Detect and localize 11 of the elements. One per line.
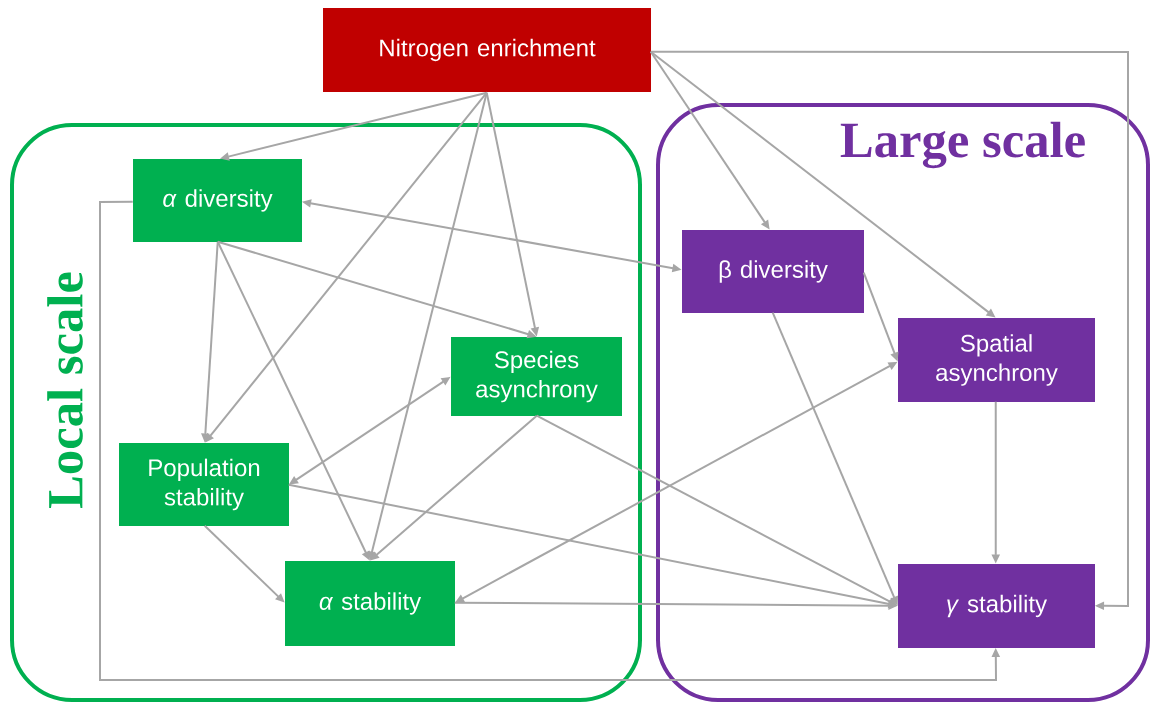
group-title: Large scale: [840, 121, 1085, 169]
process-box: Population stability: [119, 443, 289, 526]
process-box: Nitrogen enrichment: [323, 8, 651, 92]
process-box: γ stability: [898, 564, 1095, 648]
process-box: α stability: [285, 561, 455, 646]
process-box: α diversity: [133, 159, 302, 242]
process-box: Species asynchrony: [451, 337, 622, 416]
process-box: β diversity: [682, 230, 864, 313]
process-box: Spatial asynchrony: [898, 318, 1095, 402]
arrow: [649, 50, 1129, 611]
group-title: Local scale: [47, 272, 83, 509]
